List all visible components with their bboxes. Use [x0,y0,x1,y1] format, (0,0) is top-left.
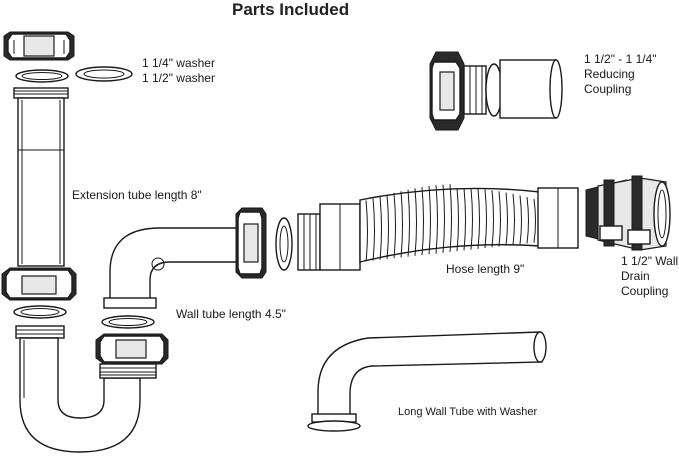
reducing-coupling [429,51,563,131]
label-wall-drain-coupling: Coupling [621,284,669,298]
hose-rib [428,186,431,255]
hose-rib [519,195,522,245]
hose-rib [463,187,466,251]
hose-rib [477,188,480,249]
hose-rib [470,188,473,250]
hose-rib [400,191,403,258]
hose-thread-left [297,213,321,271]
hose-rib [421,187,424,256]
corrugated-hose [359,184,541,263]
hose-rib [379,196,382,260]
label-reducing-coupling: Coupling [584,82,632,96]
label-wall-drain: 1 1/2" Wall [621,254,679,268]
page-title: Parts Included [232,0,350,19]
washer-1-1-2-loose [75,66,133,82]
hose-rib [372,198,375,261]
p-trap-thread [99,363,157,379]
washer-wall-tube [101,315,155,329]
hose-rib [533,198,536,243]
hose-rib [526,197,529,244]
extension-tube [13,87,69,267]
washer-wall-nut [275,217,293,271]
slip-nut-wall [235,207,267,279]
label-extension-tube: Extension tube length 8" [72,188,202,202]
hose-rib [449,184,452,253]
hose-cuff-left [319,203,361,271]
p-trap [15,325,141,453]
label-long-wall-tube: Long Wall Tube with Washer [398,406,538,418]
slip-nut-middle [1,267,77,301]
hose-rib [512,193,515,246]
label-reducing-size: 1 1/2" - 1 1/4" [584,52,657,66]
hose-rib [435,185,438,254]
hose-rib [393,192,396,259]
wall-drain-coupling [585,175,671,251]
label-wall-drain-2: Drain [621,269,650,283]
hose-rib [484,189,487,249]
wall-tube [103,227,239,309]
label-reducing: Reducing [584,67,635,81]
hose-rib [442,184,445,253]
washer-1-1-4 [15,69,69,83]
hose-rib [491,190,494,248]
hose-rib [414,188,417,256]
hose-rib [407,189,410,257]
label-washer-1-1-2: 1 1/2" washer [142,71,215,85]
hose-rib [386,194,389,260]
hose-rib [456,187,459,252]
hose-rib [498,191,501,247]
washer-middle [13,305,67,319]
hose-rib [365,200,368,262]
slip-nut-top [3,31,75,61]
label-wall-tube: Wall tube length 4.5" [176,307,286,321]
hose-cuff-right [537,187,579,249]
label-hose-length: Hose length 9" [446,262,525,276]
slip-nut-bottom [95,333,169,365]
long-wall-tube [307,331,547,432]
label-washer-1-1-4: 1 1/4" washer [142,56,215,70]
hose-rib [505,192,508,246]
